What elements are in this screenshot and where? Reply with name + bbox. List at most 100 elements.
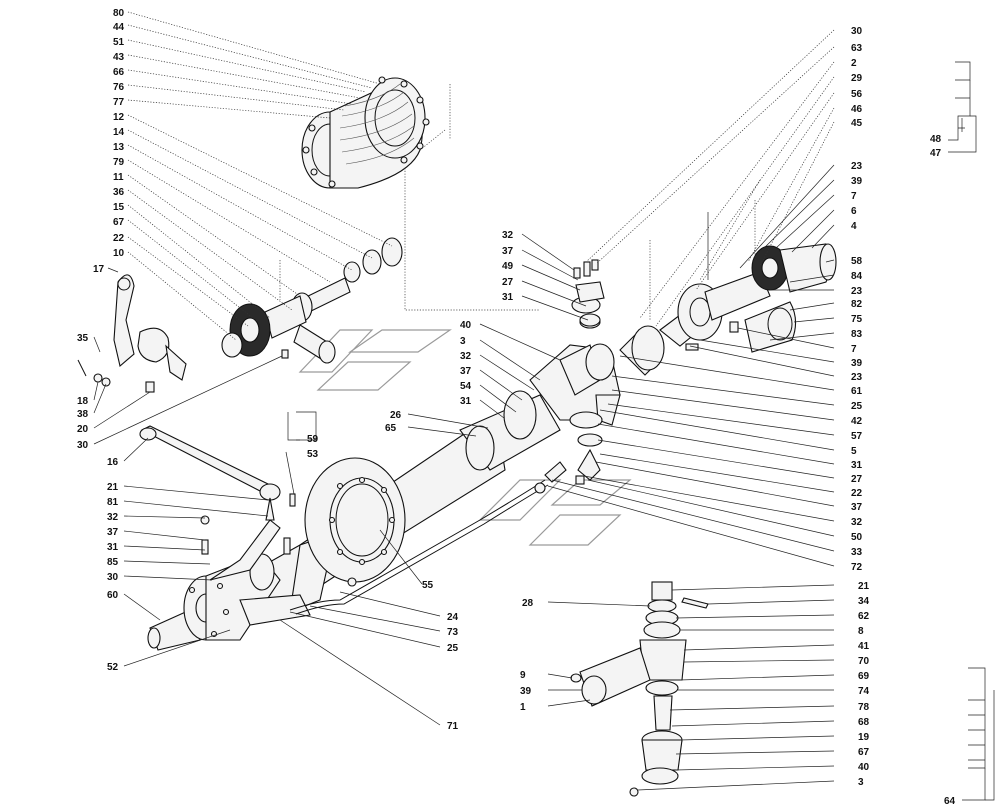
callout-label: 19 <box>858 732 870 743</box>
callout-label: 29 <box>851 73 863 84</box>
callout-label: 27 <box>851 474 863 485</box>
callout-label: 33 <box>851 547 863 558</box>
callout-label: 23 <box>851 372 863 383</box>
callout-label: 13 <box>113 142 125 153</box>
callout-label: 39 <box>851 176 863 187</box>
callout-label: 31 <box>502 292 514 303</box>
callout-label: 31 <box>460 396 472 407</box>
right-hub-drum <box>619 243 837 376</box>
callout-label: 30 <box>107 572 119 583</box>
callout-label: 41 <box>858 641 870 652</box>
callout-label: 14 <box>113 127 125 138</box>
callout-label: 38 <box>77 409 89 420</box>
callout-label: 71 <box>447 721 459 732</box>
callout-label: 36 <box>113 187 125 198</box>
callout-label: 25 <box>447 643 459 654</box>
callout-label: 32 <box>460 351 472 362</box>
callout-label: 9 <box>520 670 526 681</box>
callout-label: 43 <box>113 52 125 63</box>
callout-label: 67 <box>113 217 125 228</box>
callout-label: 40 <box>460 320 472 331</box>
callout-label: 22 <box>113 233 125 244</box>
small-parts-top-center <box>573 259 605 327</box>
callout-label: 16 <box>107 457 119 468</box>
callout-label: 11 <box>113 172 124 183</box>
callout-label: 37 <box>502 246 514 257</box>
callout-label: 65 <box>385 423 397 434</box>
callout-label: 85 <box>107 557 119 568</box>
callout-label: 30 <box>77 440 89 451</box>
callout-label: 12 <box>113 112 125 123</box>
callout-label: 5 <box>851 446 857 457</box>
callout-label: 24 <box>447 612 459 623</box>
callout-label: 4 <box>851 221 857 232</box>
callout-label: 80 <box>113 8 125 19</box>
callout-label: 61 <box>851 386 863 397</box>
tie-rod <box>139 425 281 521</box>
callout-label: 49 <box>502 261 514 272</box>
callout-label: 21 <box>858 581 870 592</box>
callout-label: 27 <box>502 277 514 288</box>
callout-label: 51 <box>113 37 125 48</box>
callout-label: 72 <box>851 562 863 573</box>
callout-label: 66 <box>113 67 125 78</box>
callout-label: 58 <box>851 256 863 267</box>
callout-label: 3 <box>460 336 466 347</box>
callout-label: 37 <box>851 502 863 513</box>
callout-label: 37 <box>460 366 472 377</box>
leader-lines <box>93 11 995 801</box>
callout-label: 2 <box>851 58 857 69</box>
callout-label: 35 <box>77 333 89 344</box>
callout-label: 45 <box>851 118 863 129</box>
callout-label: 75 <box>851 314 863 325</box>
steering-arm <box>77 274 187 393</box>
callout-label: 81 <box>107 497 119 508</box>
callout-label: 74 <box>858 686 870 697</box>
callout-label: 34 <box>858 596 870 607</box>
callout-label: 28 <box>522 598 534 609</box>
callout-label: 82 <box>851 299 863 310</box>
callout-label: 54 <box>460 381 472 392</box>
callout-label: 53 <box>307 449 319 460</box>
callout-label: 52 <box>107 662 119 673</box>
callout-label: 15 <box>113 202 125 213</box>
callout-label: 84 <box>851 271 863 282</box>
callout-label: 77 <box>113 97 125 108</box>
brake-line <box>289 461 567 615</box>
callout-label: 64 <box>944 796 956 807</box>
callout-label: 10 <box>113 248 125 259</box>
callout-label: 37 <box>107 527 119 538</box>
callout-label: 46 <box>851 104 863 115</box>
callout-label: 7 <box>851 191 857 202</box>
callout-label: 32 <box>502 230 514 241</box>
callout-label: 23 <box>851 161 863 172</box>
callout-label: 20 <box>77 424 89 435</box>
callout-label: 83 <box>851 329 863 340</box>
ring-bolts <box>302 76 430 188</box>
pinion-shaft <box>221 237 403 364</box>
callout-label: 68 <box>858 717 870 728</box>
callout-label: 78 <box>858 702 870 713</box>
axle-housing <box>218 390 561 613</box>
callout-label: 26 <box>390 410 402 421</box>
callout-label: 32 <box>107 512 119 523</box>
callout-label: 7 <box>851 344 857 355</box>
callout-label: 30 <box>851 26 863 37</box>
callout-label: 70 <box>858 656 870 667</box>
callout-label: 31 <box>107 542 119 553</box>
watermark <box>298 329 632 546</box>
housing-bolts <box>328 476 396 566</box>
callout-label: 3 <box>858 777 864 788</box>
callout-label: 39 <box>851 358 863 369</box>
callout-labels: 80 44 51 43 66 76 77 12 14 13 79 11 36 1… <box>77 8 956 807</box>
callout-label: 57 <box>851 431 863 442</box>
left-knuckle-linkage <box>200 493 296 581</box>
callout-label: 31 <box>851 460 863 471</box>
callout-label: 48 <box>930 134 942 145</box>
callout-label: 63 <box>851 43 863 54</box>
callout-label: 56 <box>851 89 863 100</box>
part-drawings <box>77 76 837 797</box>
callout-label: 21 <box>107 482 119 493</box>
callout-label: 79 <box>113 157 125 168</box>
